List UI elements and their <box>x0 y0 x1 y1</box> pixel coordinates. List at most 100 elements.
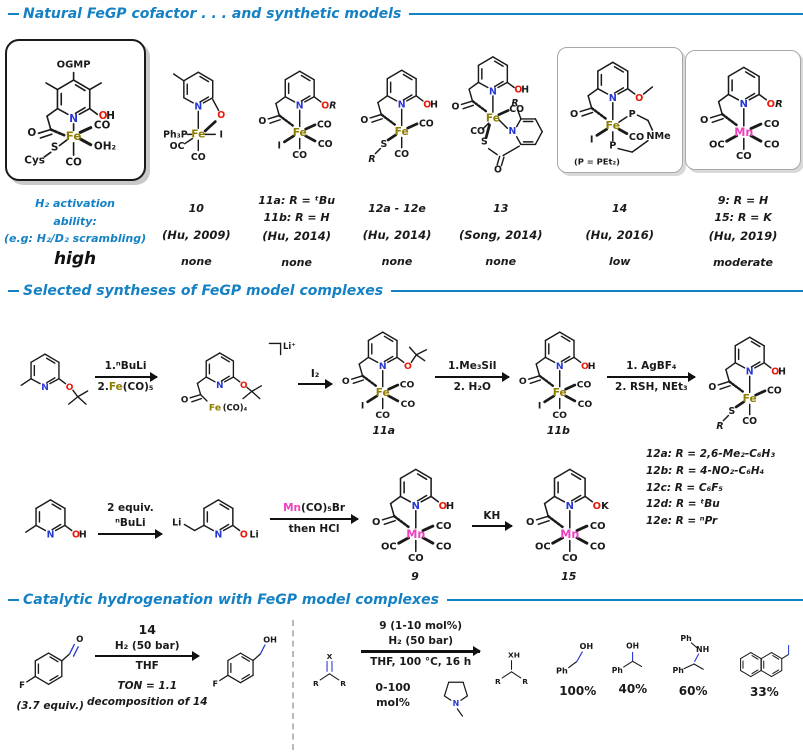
solvent-label: THF <box>135 660 159 673</box>
arrow-agbf4-rsh: 1. AgBF₄ 2. RSH, NEt₃ <box>607 359 697 395</box>
svg-text:O: O <box>98 110 107 122</box>
svg-text:N: N <box>379 361 387 372</box>
ability-line-2: ability: <box>53 214 97 228</box>
section2-title: Selected syntheses of FeGP model complex… <box>23 283 384 299</box>
header-rule <box>391 289 803 293</box>
svg-text:R: R <box>313 679 319 688</box>
model-ref: (Hu, 2019) <box>708 229 778 243</box>
header-rule <box>409 12 803 16</box>
arrow-hydrogenation-9: 9 (1-10 mol%) H₂ (50 bar) THF, 100 °C, 1… <box>361 619 482 721</box>
svg-text:N: N <box>609 93 617 104</box>
svg-text:CO: CO <box>317 139 332 150</box>
header-dash <box>8 289 19 293</box>
svg-text:CO: CO <box>509 105 524 116</box>
model-ability: none <box>281 256 312 269</box>
svg-text:N: N <box>556 361 564 372</box>
svg-text:R: R <box>369 154 376 165</box>
name-line: 12a - 12e <box>368 201 426 215</box>
arrow-label-top: 1.Me₃SiI <box>447 360 497 373</box>
svg-text:F: F <box>19 681 25 691</box>
svg-text:N: N <box>47 530 55 541</box>
svg-text:Ph: Ph <box>556 666 568 676</box>
svg-text:N: N <box>398 99 406 110</box>
arrow-label-top: KH <box>483 509 501 522</box>
svg-text:Fe: Fe <box>65 129 81 143</box>
arrow-label-top: Mn(CO)₅Br <box>283 502 346 515</box>
ability-line-1: H₂ activation <box>35 197 115 210</box>
svg-text:CO: CO <box>764 140 780 151</box>
svg-text:O: O <box>361 115 369 126</box>
section2-header: Selected syntheses of FeGP model complex… <box>8 282 803 300</box>
name-line: 11b: R = H <box>263 210 330 224</box>
svg-text:S: S <box>481 137 488 148</box>
amine-loading-label: 0-100 mol% <box>375 681 411 710</box>
amine-additive: 0-100 mol% N <box>361 670 480 720</box>
svg-text:R: R <box>775 99 783 110</box>
svg-text:CO: CO <box>553 410 568 421</box>
svg-text:P: P <box>609 141 616 152</box>
svg-text:H: H <box>106 110 115 122</box>
svg-text:Fe: Fe <box>553 387 567 399</box>
svg-text:O: O <box>581 361 589 372</box>
arrow-label-top2: ⁿBuLi <box>115 516 146 529</box>
svg-text:Fe: Fe <box>743 392 757 405</box>
model-ability: none <box>180 255 212 268</box>
svg-text:Ph: Ph <box>673 666 685 675</box>
model-name: 9: R = H 15: R = K <box>714 193 771 226</box>
yield-amine: 60% <box>678 683 708 698</box>
svg-text:O: O <box>526 517 534 528</box>
svg-text:F: F <box>213 678 219 688</box>
arrow-label-bottom: then HCl <box>288 523 340 536</box>
svg-text:OH₂: OH₂ <box>93 141 115 153</box>
svg-text:O: O <box>258 116 266 127</box>
section1-title: Natural FeGP cofactor . . . and syntheti… <box>23 6 402 22</box>
svg-text:OH: OH <box>626 642 639 651</box>
activation-ability-text: H₂ activation ability: (e.g: H₂/D₂ scram… <box>4 195 146 248</box>
svg-text:O: O <box>342 376 350 387</box>
structure-2-ethylnaphthalene <box>728 637 801 680</box>
svg-text:Mn: Mn <box>406 528 425 541</box>
svg-text:O: O <box>635 93 643 104</box>
svg-text:X: X <box>327 652 333 661</box>
arrow-label-top: 2 equiv. <box>107 502 154 515</box>
svg-text:Fe: Fe <box>395 125 409 138</box>
svg-text:CO: CO <box>470 127 485 138</box>
svg-text:O: O <box>494 165 502 175</box>
svg-text:H: H <box>430 99 438 110</box>
section3-header: Catalytic hydrogenation with FeGP model … <box>8 591 803 609</box>
svg-text:I: I <box>361 401 364 412</box>
svg-text:OC: OC <box>381 542 397 553</box>
svg-text:Li: Li <box>173 518 182 529</box>
arrow-line <box>361 646 482 657</box>
name-line: 9: R = H <box>717 194 769 207</box>
svg-text:OC: OC <box>169 141 184 152</box>
svg-text:NMe: NMe <box>646 131 671 142</box>
svg-text:K: K <box>601 501 609 512</box>
svg-text:S: S <box>50 142 58 154</box>
model-ability: moderate <box>713 256 773 269</box>
svg-text:Fe: Fe <box>376 387 390 399</box>
arrow-line <box>95 650 201 662</box>
arrow-me3sii-h2o: 1.Me₃SiI 2. H₂O <box>435 359 511 395</box>
svg-text:Mn: Mn <box>734 126 753 139</box>
svg-text:O: O <box>570 109 578 120</box>
ability-line-3: (e.g: H₂/D₂ scrambling) <box>4 232 147 246</box>
